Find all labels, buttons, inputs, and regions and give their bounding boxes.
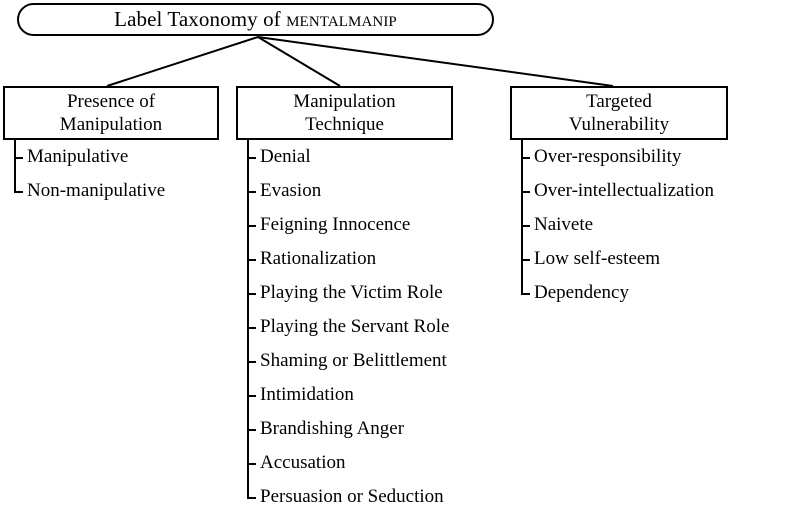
category-heading-line2: Technique	[305, 114, 384, 135]
label-item: Non-manipulative	[3, 172, 166, 208]
label-item: Manipulative	[3, 138, 165, 174]
label-text: Over-responsibility	[534, 146, 682, 167]
label-item: Over-intellectualization	[510, 172, 715, 208]
root-title-dataset-part2: Manip	[348, 7, 397, 31]
label-text: Rationalization	[260, 248, 377, 269]
label-item: Evasion	[236, 172, 449, 208]
label-text: Denial	[260, 146, 311, 167]
label-item: Rationalization	[236, 240, 449, 276]
label-item: Brandishing Anger	[236, 410, 449, 446]
label-item: Over-responsibility	[510, 138, 714, 174]
category-heading-line2: Vulnerability	[568, 114, 670, 135]
label-text: Manipulative	[27, 146, 129, 167]
root-title-dataset-part1: Mental	[286, 7, 349, 31]
label-item: Low self-esteem	[510, 240, 714, 276]
label-list-targeted-vulnerability: Over-responsibility Over-intellectualiza…	[510, 138, 715, 310]
label-item: Feigning Innocence	[236, 206, 449, 242]
label-text: Playing the Victim Role	[260, 282, 443, 303]
label-text: Persuasion or Seduction	[260, 486, 444, 507]
label-list-presence-of-manipulation: Manipulative Non-manipulative	[3, 138, 166, 208]
label-text: Non-manipulative	[27, 180, 166, 201]
category-box-targeted-vulnerability: Targeted Vulnerability	[510, 86, 728, 140]
category-heading-line1: Manipulation	[293, 91, 396, 112]
label-text: Naivete	[534, 214, 594, 235]
label-item: Playing the Victim Role	[236, 274, 449, 310]
root-title-prefix: Label Taxonomy of	[114, 7, 287, 31]
category-box-manipulation-technique: Manipulation Technique	[236, 86, 453, 140]
root-node-title: Label Taxonomy of MentalManip	[17, 3, 494, 36]
label-text: Playing the Servant Role	[260, 316, 450, 337]
label-text: Shaming or Belittlement	[260, 350, 447, 371]
category-heading-line1: Presence of	[66, 91, 156, 112]
label-text: Feigning Innocence	[260, 214, 411, 235]
label-item: Playing the Servant Role	[236, 308, 450, 344]
root-node-label: Label Taxonomy of MentalManip	[114, 9, 397, 30]
label-item: Dependency	[510, 274, 714, 310]
label-text: Accusation	[260, 452, 346, 473]
label-list-manipulation-technique: Denial Evasion Feigning Innocence Ration…	[236, 138, 450, 514]
category-heading-line1: Targeted	[586, 91, 652, 112]
label-text: Low self-esteem	[534, 248, 661, 269]
label-text: Dependency	[534, 282, 629, 303]
category-box-presence-of-manipulation: Presence of Manipulation	[3, 86, 219, 140]
label-item: Shaming or Belittlement	[236, 342, 449, 378]
label-item: Persuasion or Seduction	[236, 478, 449, 514]
label-text: Over-intellectualization	[534, 180, 715, 201]
label-text: Intimidation	[260, 384, 354, 405]
label-item: Naivete	[510, 206, 714, 242]
label-text: Brandishing Anger	[260, 418, 405, 439]
label-item: Intimidation	[236, 376, 449, 412]
label-text: Evasion	[260, 180, 322, 201]
category-heading-line2: Manipulation	[59, 114, 163, 135]
label-item: Denial	[236, 138, 449, 174]
label-item: Accusation	[236, 444, 449, 480]
